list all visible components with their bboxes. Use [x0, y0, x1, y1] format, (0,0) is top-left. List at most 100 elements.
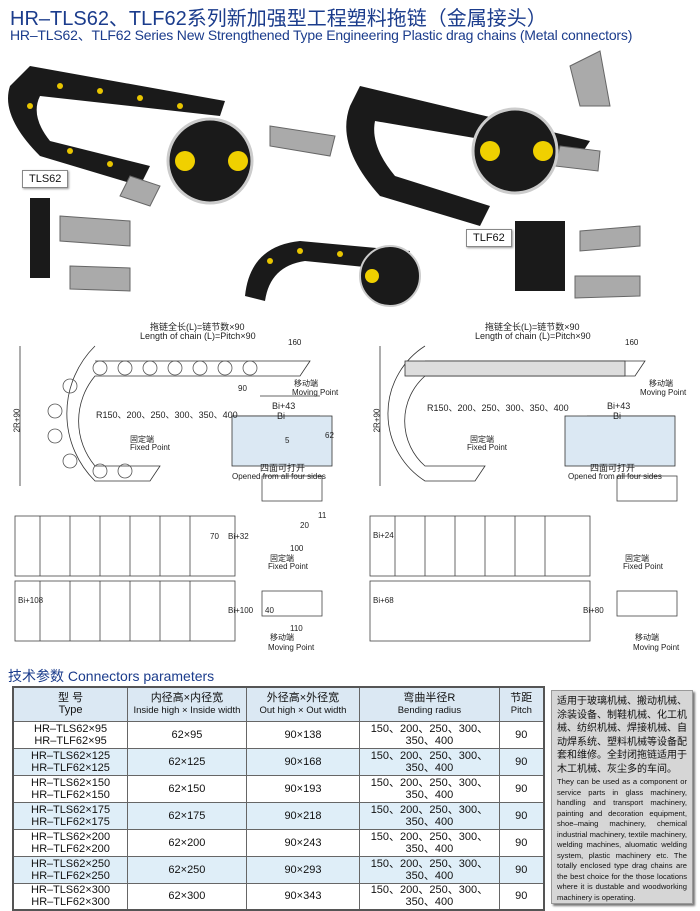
- moving-point-cn: 移动端: [294, 379, 318, 388]
- moving-point-en-2: Moving Point: [268, 643, 315, 652]
- fixed-point-en-r2: Fixed Point: [623, 562, 664, 571]
- header-cn: 弯曲半径R: [403, 691, 456, 704]
- application-note-cn: 适用于玻璃机械、搬动机械、涂装设备、制鞋机械、化工机械、纺织机械、焊接机械、自动…: [557, 696, 687, 775]
- cell-inside: 62×300: [127, 882, 247, 911]
- cell-pitch: 90: [498, 828, 545, 857]
- dim-40: 40: [265, 606, 274, 615]
- moving-point-cn-r: 移动端: [649, 379, 673, 388]
- dim-bi32: Bi+32: [228, 532, 249, 541]
- cell-radius: 150、200、250、300、350、400: [359, 774, 500, 803]
- header-en: Pitch: [510, 704, 532, 716]
- dim-bi: Bi: [277, 411, 286, 421]
- fixed-point-cn: 固定端: [130, 435, 154, 444]
- dim-bi68: Bi+68: [373, 596, 394, 605]
- dim-bi108: Bi+108: [18, 596, 44, 605]
- dim-bi24: Bi+24: [373, 531, 394, 540]
- dim-bi43: Bi+43: [272, 401, 296, 411]
- cell-inside: 62×200: [127, 828, 247, 857]
- cell-radius: 150、200、250、300、350、400: [359, 828, 500, 857]
- header-cn: 节距: [510, 691, 533, 704]
- type-tls: HR–TLS62×200: [30, 830, 111, 843]
- cell-out: 90×243: [245, 828, 361, 857]
- cell-pitch: 90: [498, 747, 545, 776]
- dim-70: 70: [210, 532, 219, 541]
- bending-radius-label: R150、200、250、300、350、400: [96, 410, 238, 420]
- dim-160-r: 160: [625, 338, 639, 347]
- type-tlf: HR–TLF62×300: [31, 896, 110, 909]
- fixed-point-en-r: Fixed Point: [467, 443, 508, 452]
- moving-point-cn-2: 移动端: [270, 633, 294, 642]
- application-note: 适用于玻璃机械、搬动机械、涂装设备、制鞋机械、化工机械、纺织机械、焊接机械、自动…: [551, 690, 693, 904]
- open-sides-en-r: Opened from all four sides: [568, 472, 662, 481]
- drag-chain-photo-illustration: [8, 50, 641, 307]
- cell-inside: 62×250: [127, 855, 247, 884]
- fixed-point-cn-2: 固定端: [270, 554, 294, 563]
- cell-out: 90×293: [245, 855, 361, 884]
- cell-pitch: 90: [498, 882, 545, 911]
- type-tlf: HR–TLF62×125: [31, 761, 110, 774]
- moving-point-en-r: Moving Point: [640, 388, 687, 397]
- moving-point-en-r2: Moving Point: [633, 643, 680, 652]
- type-tls: HR–TLS62×95: [34, 722, 108, 735]
- open-sides-en: Opened from all four sides: [232, 472, 326, 481]
- length-formula-cn-r: 拖链全长(L)=链节数×90: [485, 322, 580, 332]
- dim-bi43-r: Bi+43: [607, 401, 631, 411]
- header-en: Inside high × Inside width: [133, 704, 241, 716]
- dim-11: 11: [318, 511, 327, 520]
- label-tlf62: TLF62: [466, 229, 512, 247]
- tlf62-dimension-drawing: 拖链全长(L)=链节数×90 Length of chain (L)=Pitch…: [355, 316, 700, 661]
- dim-90: 90: [238, 384, 247, 393]
- cell-radius: 150、200、250、300、350、400: [359, 801, 500, 830]
- dim-100: 100: [290, 544, 304, 553]
- cell-radius: 150、200、250、300、350、400: [359, 882, 500, 911]
- cell-out: 90×218: [245, 801, 361, 830]
- tls62-dimension-drawing: 拖链全长(L)=链节数×90 Length of chain (L)=Pitch…: [0, 316, 345, 661]
- type-tlf: HR–TLF62×250: [31, 869, 110, 882]
- length-formula-en: Length of chain (L)=Pitch×90: [140, 331, 256, 341]
- header-en: Type: [58, 704, 83, 717]
- dim-bi80: Bi+80: [583, 606, 604, 615]
- cell-inside: 62×95: [127, 720, 247, 749]
- cell-radius: 150、200、250、300、350、400: [359, 747, 500, 776]
- fixed-point-cn-r2: 固定端: [625, 554, 649, 563]
- dim-2r90-r: 2R+90: [372, 408, 382, 433]
- cell-inside: 62×125: [127, 747, 247, 776]
- cell-out: 90×193: [245, 774, 361, 803]
- dim-bi-r: Bi: [613, 411, 622, 421]
- open-sides-cn-r: 四面可打开: [590, 463, 636, 473]
- type-tls: HR–TLS62×150: [30, 776, 111, 789]
- cell-inside: 62×175: [127, 801, 247, 830]
- label-tls62: TLS62: [22, 170, 69, 188]
- dim-5: 5: [285, 436, 290, 445]
- page-title: HR–TLS62、TLF62系列新加强型工程塑料拖链（金属接头）: [10, 8, 547, 30]
- application-note-en: They can be used as a component or servi…: [557, 777, 687, 902]
- type-tlf: HR–TLF62×175: [31, 815, 110, 828]
- length-formula-cn: 拖链全长(L)=链节数×90: [150, 322, 245, 332]
- type-tls: HR–TLS62×175: [30, 803, 111, 816]
- type-tlf: HR–TLF62×95: [34, 734, 107, 747]
- page-subtitle: HR–TLS62、TLF62 Series New Strengthened T…: [10, 27, 633, 43]
- dim-110: 110: [290, 624, 303, 633]
- cell-out: 90×168: [245, 747, 361, 776]
- cell-out: 90×138: [245, 720, 361, 749]
- fixed-point-en-2: Fixed Point: [268, 562, 309, 571]
- cell-inside: 62×150: [127, 774, 247, 803]
- header-en: Bending radius: [397, 704, 462, 716]
- cell-pitch: 90: [498, 801, 545, 830]
